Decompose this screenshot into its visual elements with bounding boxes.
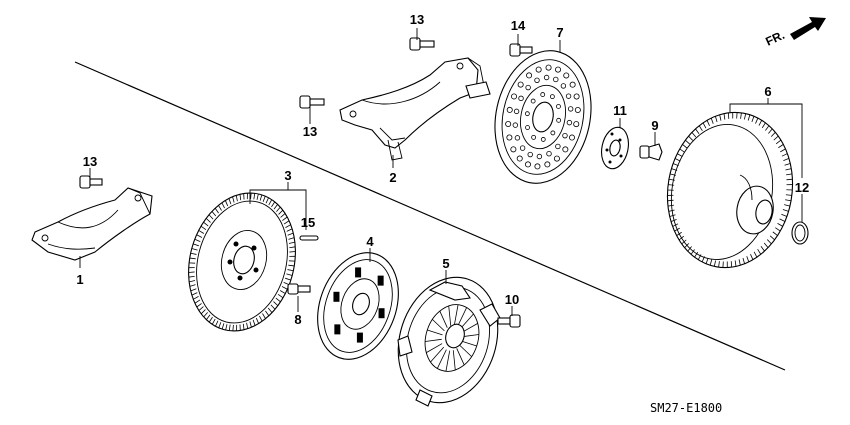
direction-label: FR. [763, 28, 786, 49]
bolt-8-part[interactable] [287, 283, 311, 295]
flywheel-ring-gear-teeth [188, 193, 296, 331]
bolt-13c-part[interactable] [409, 37, 435, 51]
label-part-8: 8 [294, 312, 301, 327]
drive-plate-part[interactable] [483, 42, 603, 193]
ring-gear-teeth [667, 112, 793, 268]
bolt-13a-part[interactable] [79, 175, 103, 189]
torque-converter-part[interactable] [655, 102, 804, 277]
dowel-pin-part[interactable] [299, 235, 319, 241]
bolt-9-part[interactable] [639, 143, 663, 161]
label-part-4: 4 [366, 234, 374, 249]
bolt-14-part[interactable] [509, 43, 533, 57]
label-part-9: 9 [651, 118, 658, 133]
front-direction-arrow-icon [790, 17, 826, 40]
bolt-13b-part[interactable] [299, 95, 325, 109]
label-part-1: 1 [76, 272, 83, 287]
label-part-11: 11 [613, 103, 627, 118]
flywheel-part[interactable] [174, 181, 311, 343]
label-part-6: 6 [764, 84, 771, 99]
lower-cover-plate-part[interactable] [31, 187, 153, 261]
label-part-14: 14 [511, 18, 526, 33]
leader-lines [79, 28, 803, 316]
diagram-code: SM27-E1800 [650, 401, 722, 415]
label-part-7: 7 [556, 25, 563, 40]
label-part-15: 15 [301, 215, 315, 230]
drive-plate-holes [505, 64, 581, 170]
label-part-12: 12 [795, 180, 809, 195]
label-part-2: 2 [389, 170, 396, 185]
label-part-3: 3 [284, 168, 291, 183]
pressure-plate-part[interactable] [383, 264, 514, 415]
label-part-5: 5 [442, 256, 449, 271]
label-part-13b: 13 [303, 124, 317, 139]
separator-line [74, 61, 786, 371]
label-part-10: 10 [505, 292, 519, 307]
washer-plate-part[interactable] [598, 125, 632, 171]
clutch-disc-springs [333, 267, 385, 343]
label-part-13a: 13 [83, 154, 97, 169]
bolt-10-part[interactable] [497, 314, 521, 328]
label-part-13c: 13 [410, 12, 424, 27]
o-ring-part[interactable] [791, 221, 809, 245]
clutch-disc-part[interactable] [303, 241, 412, 370]
upper-cover-plate-part[interactable] [339, 57, 491, 161]
